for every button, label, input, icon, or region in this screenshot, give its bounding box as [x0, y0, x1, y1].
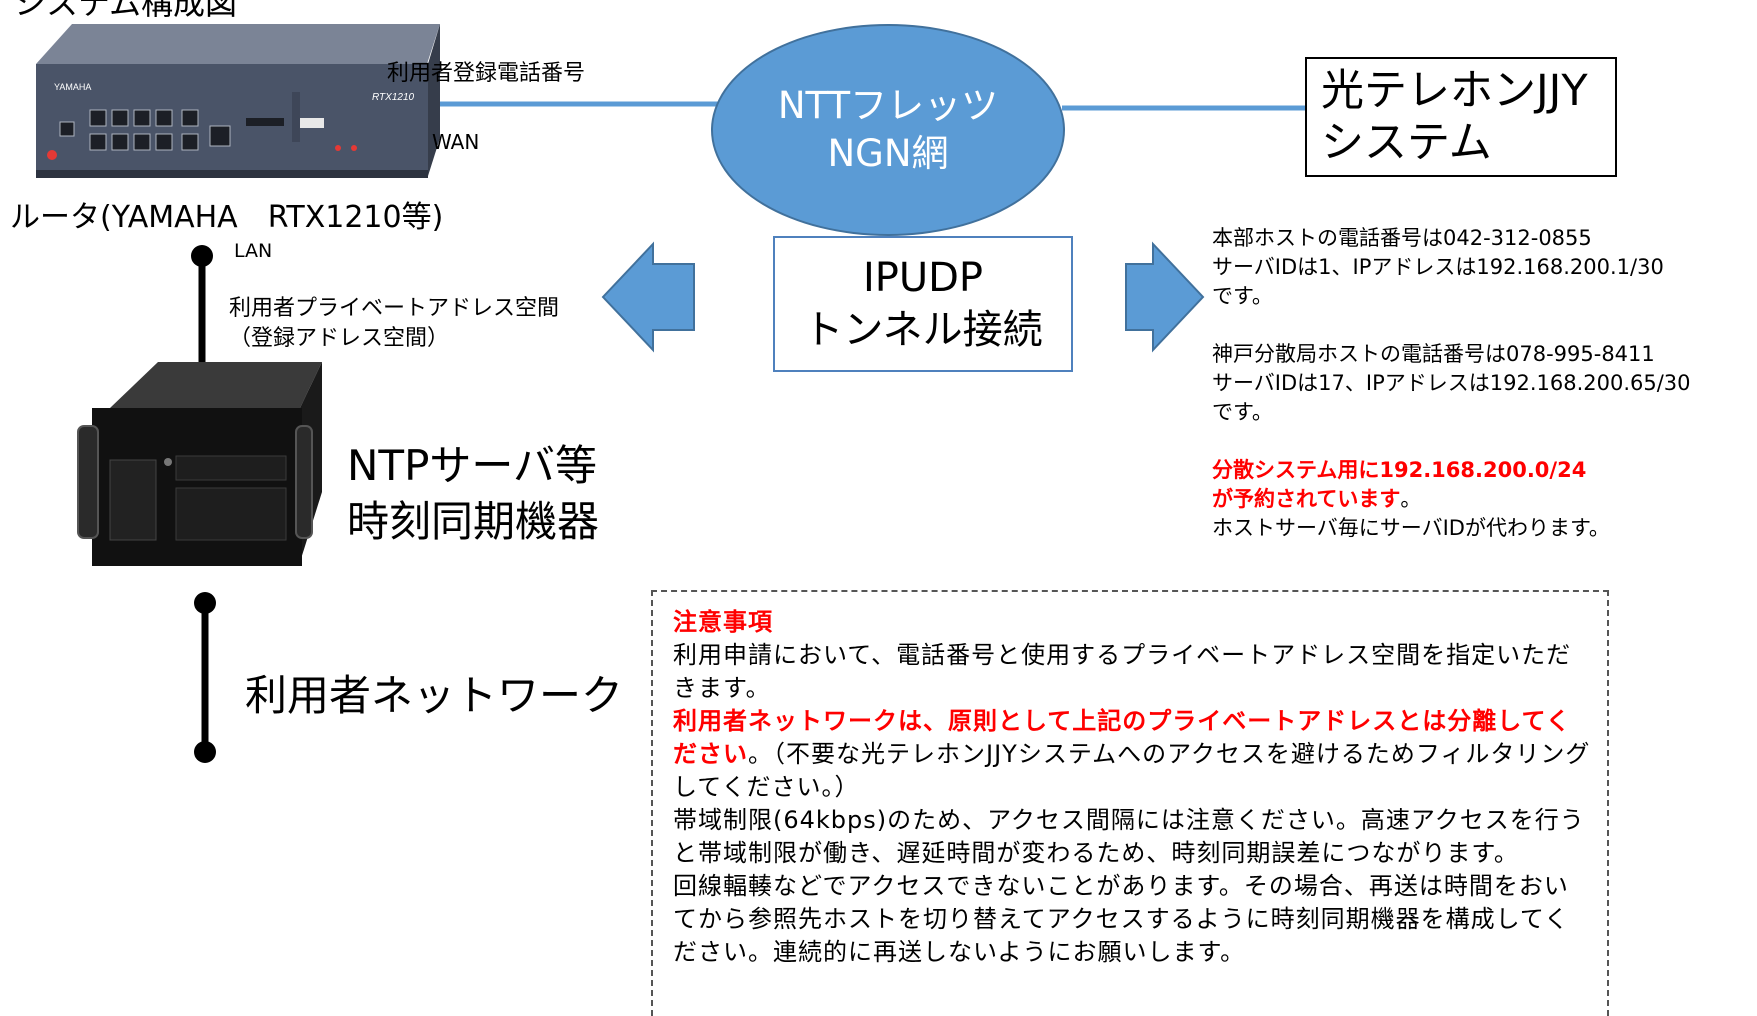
private-address-space-label: 利用者プライベートアドレス空間 （登録アドレス空間）	[229, 294, 559, 354]
tunnel-line1: IPUDP	[862, 255, 984, 301]
lan-label: LAN	[234, 240, 273, 262]
wan-label: WAN	[432, 130, 480, 154]
tunnel-line2: トンネル接続	[803, 307, 1043, 353]
jjy-system-line2: システム	[1321, 118, 1492, 168]
ipudp-tunnel-box: IPUDP トンネル接続	[773, 236, 1073, 372]
main-host-end: です。	[1212, 284, 1273, 308]
registered-phone-number-label: 利用者登録電話番号	[387, 61, 586, 86]
kobe-host-phone: 神戸分散局ホストの電話番号は078-995-8411	[1212, 342, 1655, 366]
tunnel-arrow	[601, 241, 1205, 353]
router-model-label: RTX1210	[372, 92, 415, 103]
kobe-host-end: です。	[1212, 400, 1273, 424]
notes-application-requirement: 利用申請において、電話番号と使用するプライベートアドレス空間を指定いただきます。	[673, 641, 1572, 702]
ntp-device-caption: NTPサーバ等 時刻同期機器	[347, 438, 599, 550]
ntp-server-image	[77, 362, 322, 566]
ngn-line2: NGN網	[827, 132, 949, 175]
ngn-line1: NTTフレッツ	[777, 84, 999, 127]
reserved-range-line2-wrap: が予約されています。	[1212, 485, 1691, 514]
ntp-device-line1: NTPサーバ等	[347, 441, 597, 490]
reserved-range-line1: 分散システム用に192.168.200.0/24	[1212, 458, 1587, 482]
reserved-range-line2-tail: 。	[1400, 487, 1422, 511]
notes-bandwidth-limit: 帯域制限(64kbps)のため、アクセス間隔には注意ください。高速アクセスを行う…	[673, 806, 1585, 867]
main-host-phone: 本部ホストの電話番号は042-312-0855	[1212, 226, 1592, 250]
jjy-system-line1: 光テレホンJJY	[1321, 66, 1588, 116]
main-host-server-id: サーバIDは1、IPアドレスは192.168.200.1/30	[1212, 255, 1664, 279]
user-network-connector	[194, 592, 216, 763]
notes-congestion-retry: 回線輻輳などでアクセスできないことがあります。その場合、再送は時間をおいてから参…	[673, 872, 1570, 966]
router-brand-label: YAMAHA	[54, 82, 91, 92]
host-info-block: 本部ホストの電話番号は042-312-0855 サーバIDは1、IPアドレスは1…	[1212, 224, 1691, 543]
kobe-host-server-id: サーバIDは17、IPアドレスは192.168.200.65/30	[1212, 371, 1691, 395]
user-network-label: 利用者ネットワーク	[245, 671, 624, 720]
router-caption: ルータ(YAMAHA RTX1210等)	[10, 200, 444, 235]
notes-heading: 注意事項	[673, 608, 773, 636]
private-space-line1: 利用者プライベートアドレス空間	[229, 296, 560, 321]
ntp-device-line2: 時刻同期機器	[347, 497, 600, 546]
private-space-line2: （登録アドレス空間）	[229, 326, 450, 351]
notes-box: 注意事項 利用申請において、電話番号と使用するプライベートアドレス空間を指定いた…	[651, 590, 1609, 1016]
notes-filtering-advice: 。（不要な光テレホンJJYシステムへのアクセスを避けるためフィルタリングしてくだ…	[673, 740, 1591, 801]
notes-separation-warning: 利用者ネットワークは、原則として上記のプライベートアドレスとは分離してください	[673, 707, 1571, 768]
reserved-range-line2: が予約されています	[1212, 487, 1401, 511]
ngn-network-node: NTTフレッツ NGN網	[711, 24, 1065, 236]
jjy-system-box: 光テレホンJJY システム	[1305, 57, 1617, 177]
top-clipped-title: システム構成図	[14, 0, 238, 22]
per-host-server-id-note: ホストサーバ毎にサーバIDが代わります。	[1212, 516, 1610, 540]
notes-network-separation: 利用者ネットワークは、原則として上記のプライベートアドレスとは分離してください。…	[673, 705, 1593, 804]
router-image: YAMAHA RTX1210	[36, 24, 440, 178]
